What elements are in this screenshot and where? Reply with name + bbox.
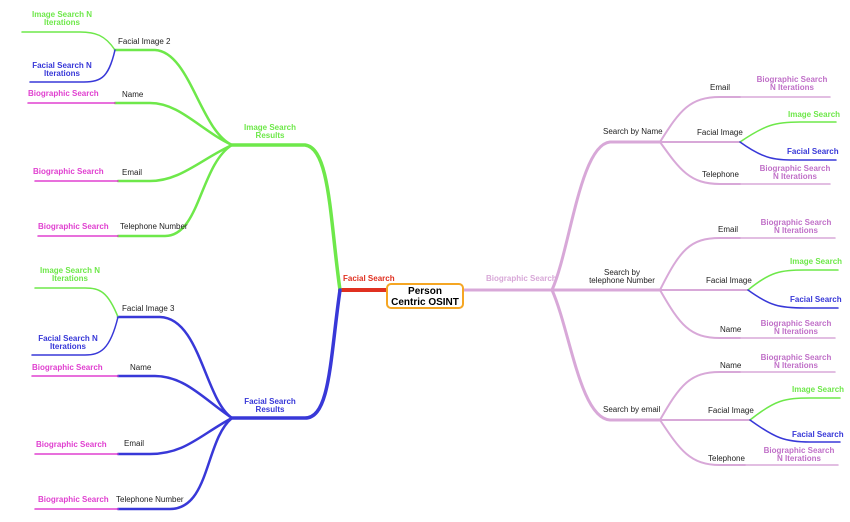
fac-email-label: Email	[124, 439, 144, 448]
link-facial2-facN	[29, 49, 116, 83]
bytel-image-search-label: Image Search	[790, 257, 842, 266]
link-tel-email	[659, 237, 741, 291]
byemail-name-label: Name	[720, 361, 742, 370]
link-email-name	[659, 371, 741, 421]
link-email-tel	[659, 419, 746, 466]
link-facial3-facN	[31, 316, 119, 356]
byemail-bio-name-label-1: Biographic Search	[761, 353, 832, 362]
byemail-image-search-label: Image Search	[792, 385, 844, 394]
link-facial-facial-results	[230, 288, 342, 420]
byname-email-label: Email	[710, 83, 730, 92]
byname-image-search-label: Image Search	[788, 110, 840, 119]
search-by-email-label: Search by email	[603, 405, 661, 414]
link-tel-name	[659, 289, 741, 339]
facial-search-results-label-2: Results	[256, 405, 285, 414]
link-fac-facial3	[116, 315, 234, 420]
image-search-results-label-2: Results	[256, 131, 285, 140]
link-name-email	[659, 96, 741, 143]
fac-tel-label: Telephone Number	[116, 495, 184, 504]
root-node: Person Centric OSINT	[386, 283, 464, 309]
link-facial2-imgN	[21, 31, 116, 51]
bytel-email-label: Email	[718, 225, 738, 234]
byname-bio-tel-label-2: N Iterations	[773, 172, 818, 181]
link-img-name	[113, 101, 234, 147]
bytel-name-label: Name	[720, 325, 742, 334]
link-img-tel	[116, 143, 234, 238]
byname-bio-email-label-2: N Iterations	[770, 83, 815, 92]
link-name-tel	[659, 141, 741, 185]
image-search-results-label-1: Image Search	[244, 123, 296, 132]
link-tel-img	[747, 269, 839, 291]
facial-search-n-label-2: Iterations	[44, 69, 81, 78]
biographic-search-label: Biographic Search	[486, 274, 557, 283]
bytel-facial-image-label: Facial Image	[706, 276, 752, 285]
img-tel-label: Telephone Number	[120, 222, 188, 231]
link-tel-fac	[747, 289, 839, 309]
byname-telephone-label: Telephone	[702, 170, 739, 179]
img-bio-name-label: Biographic Search	[28, 89, 99, 98]
fac-bio-email-label: Biographic Search	[36, 440, 107, 449]
fac-bio-tel-label: Biographic Search	[38, 495, 109, 504]
facial-search-label: Facial Search	[343, 274, 395, 283]
link-bio-byemail	[550, 288, 662, 422]
img-bio-tel-label: Biographic Search	[38, 222, 109, 231]
byname-bio-tel-label-1: Biographic Search	[760, 164, 831, 173]
fac-name-label: Name	[130, 363, 152, 372]
root-title-line2: Centric OSINT	[391, 297, 459, 308]
byname-facial-search-label: Facial Search	[787, 147, 839, 156]
link-email-img	[749, 397, 841, 421]
fac-bio-name-label: Biographic Search	[32, 363, 103, 372]
byemail-bio-tel-label-2: N Iterations	[777, 454, 822, 463]
byname-facial-image-label: Facial Image	[697, 128, 743, 137]
img-bio-email-label: Biographic Search	[33, 167, 104, 176]
link-facial-image-results	[230, 143, 342, 292]
link-fac-name	[116, 374, 234, 420]
img-name-label: Name	[122, 90, 144, 99]
byemail-telephone-label: Telephone	[708, 454, 745, 463]
link-facial3-imgN	[34, 287, 119, 318]
search-by-tel-label-2: telephone Number	[589, 276, 655, 285]
img-email-label: Email	[122, 168, 142, 177]
bytel-bio-email-label-2: N Iterations	[774, 226, 819, 235]
bytel-bio-name-label-2: N Iterations	[774, 327, 819, 336]
image-search-n-label-1: Image Search N	[32, 10, 92, 19]
bytel-facial-search-label: Facial Search	[790, 295, 842, 304]
search-by-tel-label-1: Search by	[604, 268, 640, 277]
link-email-fac	[749, 419, 841, 443]
fac-image-search-n-label-1: Image Search N	[40, 266, 100, 275]
facial-search-results-label-1: Facial Search	[244, 397, 296, 406]
link-fac-tel	[116, 416, 234, 511]
fac-facial-search-n-label-2: Iterations	[50, 342, 87, 351]
link-img-email	[116, 143, 234, 183]
link-name-fac	[739, 141, 837, 161]
facial-image-2-label: Facial Image 2	[118, 37, 171, 46]
fac-image-search-n-label-2: Iterations	[52, 274, 89, 283]
byemail-facial-search-label: Facial Search	[792, 430, 844, 439]
link-fac-email	[116, 416, 234, 456]
byname-bio-email-label-1: Biographic Search	[757, 75, 828, 84]
link-img-facial2	[113, 48, 234, 147]
facial-image-3-label: Facial Image 3	[122, 304, 175, 313]
facial-search-n-label-1: Facial Search N	[32, 61, 92, 70]
fac-facial-search-n-label-1: Facial Search N	[38, 334, 98, 343]
byemail-bio-name-label-2: N Iterations	[774, 361, 819, 370]
byemail-bio-tel-label-1: Biographic Search	[764, 446, 835, 455]
bytel-bio-name-label-1: Biographic Search	[761, 319, 832, 328]
search-by-name-label: Search by Name	[603, 127, 663, 136]
byemail-facial-image-label: Facial Image	[708, 406, 754, 415]
bytel-bio-email-label-1: Biographic Search	[761, 218, 832, 227]
image-search-n-label-2: Iterations	[44, 18, 81, 27]
link-bio-byname	[550, 140, 662, 292]
link-name-img	[739, 121, 837, 143]
root-title-line1: Person	[408, 286, 442, 297]
